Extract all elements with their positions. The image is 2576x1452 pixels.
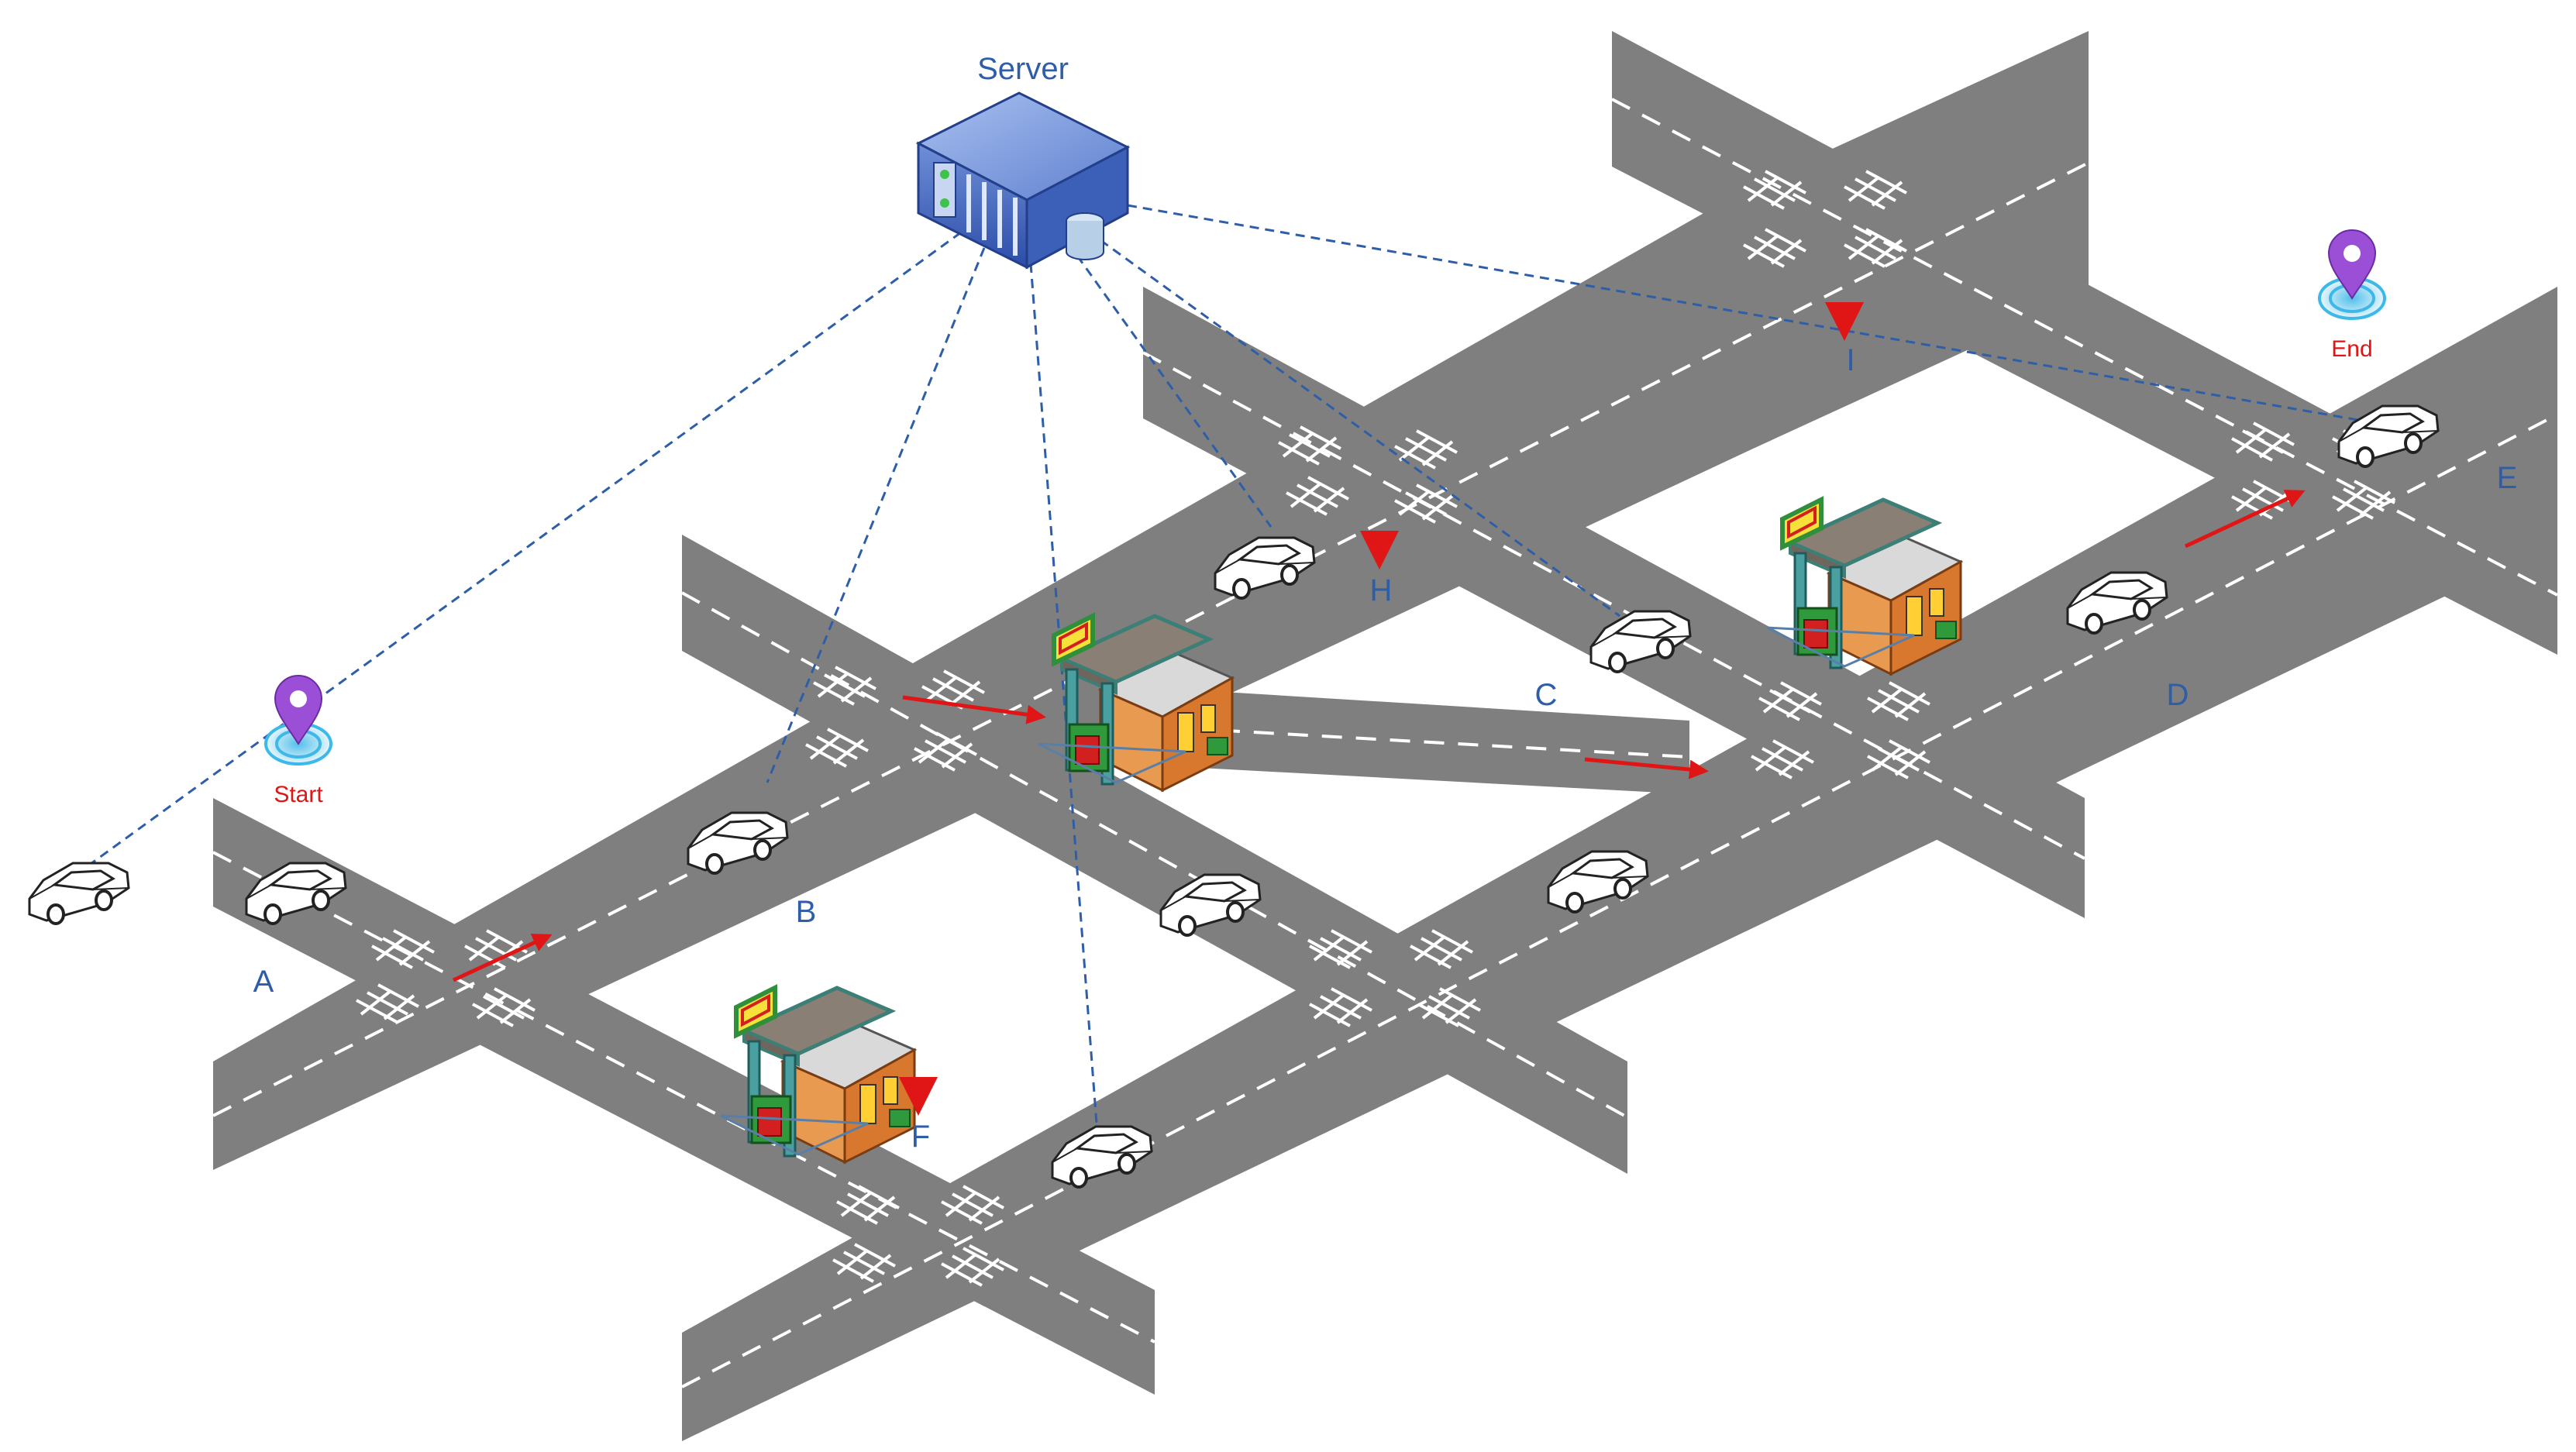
server-label: Server (977, 52, 1069, 86)
route-arrow-c (1584, 757, 1709, 779)
gas-station-icon (1767, 500, 1961, 674)
road-north-cross (1143, 287, 2085, 918)
warning-markers (899, 302, 1864, 1116)
lane-markings (212, 98, 2558, 1388)
road-east-cross (1612, 31, 2557, 655)
location-pin-icon (260, 674, 337, 769)
point-d-label: D (2167, 678, 2189, 712)
point-a-label: A (253, 965, 274, 999)
point-f-label: F (911, 1120, 930, 1154)
communication-links (84, 204, 2372, 1124)
point-b-label: B (796, 895, 817, 929)
end-label: End (2331, 336, 2372, 362)
location-pin-icon (2313, 229, 2391, 323)
route-arrows (452, 490, 2306, 982)
point-e-label: E (2497, 461, 2518, 495)
route-arrow-d (2184, 490, 2306, 549)
route-arrow-b (902, 695, 1046, 724)
route-arrow-a (452, 934, 553, 982)
point-i-label: I (1846, 343, 1855, 377)
road-middle-cross (682, 535, 1627, 1174)
gas-station-icon (1038, 616, 1232, 790)
warning-triangle-icon (899, 1077, 938, 1116)
road-network (213, 31, 2557, 1441)
point-h-label: H (1370, 573, 1393, 607)
car-icon (28, 862, 130, 925)
server-rack-icon (915, 91, 1131, 270)
road-main-diagonal (213, 31, 2089, 1170)
start-label: Start (274, 782, 323, 807)
warning-triangle-icon (1825, 302, 1864, 341)
warning-triangle-icon (1360, 531, 1399, 569)
gas-station-icon (721, 988, 914, 1162)
point-c-label: C (1535, 678, 1558, 712)
